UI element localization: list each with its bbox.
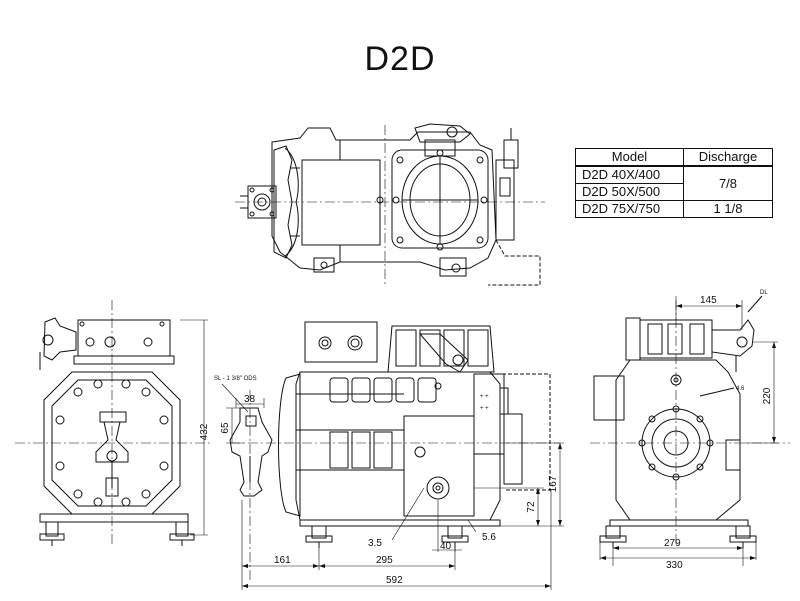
dim-sl: SL - 1 3/8" ODS — [214, 376, 257, 382]
dim-167: 167 — [548, 475, 559, 492]
dim-65: 65 — [220, 422, 231, 434]
page-title: D2D — [364, 40, 436, 78]
table-row: D2D 50X/500 — [575, 183, 773, 201]
header-discharge: Discharge — [683, 148, 773, 167]
discharge-cell: 7/8 — [683, 165, 773, 201]
model-cell: D2D 50X/500 — [575, 183, 684, 201]
dim-330: 330 — [666, 560, 683, 571]
dim-72: 72 — [526, 501, 537, 513]
dim-5-6: 5.6 — [482, 532, 496, 543]
discharge-cell: 1 1/8 — [683, 200, 773, 218]
side-view-dimensions: SL - 1 3/8" ODS 38 65 161 295 592 3.5 40… — [214, 376, 564, 590]
dim-432: 432 — [199, 423, 210, 440]
dim-40: 40 — [440, 541, 452, 552]
svg-text:+ +: + + — [480, 394, 489, 400]
dim-220: 220 — [762, 387, 773, 404]
dim-145: 145 — [700, 295, 717, 306]
pump-end-dimensions: 145 220 279 330 — [599, 295, 778, 571]
dim-dl: DL — [760, 290, 768, 296]
dim-592: 592 — [386, 575, 403, 586]
header-model: Model — [575, 148, 684, 167]
pump-end-view: DL 4.6 — [590, 290, 790, 548]
table-row: D2D 40X/400 7/8 — [575, 165, 773, 201]
dim-295: 295 — [376, 555, 393, 566]
end-view: 432 — [15, 300, 210, 546]
top-view — [235, 123, 545, 286]
table-header-row: Model Discharge — [575, 148, 773, 167]
dim-161: 161 — [274, 555, 291, 566]
table-row: D2D 75X/750 1 1/8 — [575, 200, 773, 218]
dim-279: 279 — [664, 538, 681, 549]
dim-38: 38 — [244, 394, 256, 405]
dim-4-6: 4.6 — [736, 386, 745, 392]
side-view: + + + + — [229, 321, 560, 580]
spec-table: Model Discharge D2D 40X/400 7/8 D2D 50X/… — [575, 148, 773, 218]
model-cell: D2D 75X/750 — [575, 200, 684, 218]
svg-text:+ +: + + — [480, 406, 489, 412]
dim-3-5: 3.5 — [368, 538, 382, 549]
